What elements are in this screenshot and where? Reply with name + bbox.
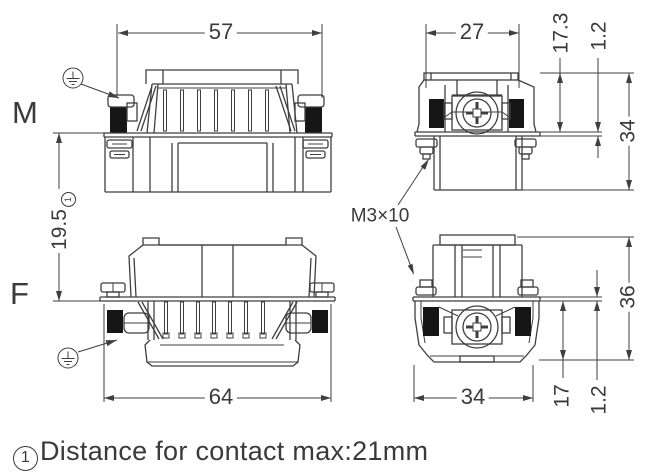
dim-female-flange-thickness-label: 1.2 [588,382,611,418]
dim-male-end-width-label: 27 [455,21,489,43]
screw-spec-label: M3×10 [346,206,414,226]
dim-female-height-label: 36 [617,282,640,312]
mating-distance-value: 19.5 [48,209,71,250]
note-reference-icon: 1 [60,192,76,208]
male-end-view [414,72,541,191]
earth-symbol-f-icon [57,339,118,369]
dimension-lines [53,24,634,402]
earth-symbol-m-icon [62,67,120,99]
dim-male-flange-thickness-label: 1.2 [588,18,611,54]
m3-screw-leader-lines [395,159,429,275]
dim-female-flange-to-end-label: 17 [551,381,574,411]
footnote-reference-icon: 1 [13,445,38,471]
view-label-f: F [10,276,29,311]
footnote-text: Distance for contact max:21mm [40,436,429,466]
dim-male-top-to-flange-label: 17.3 [550,9,573,57]
view-label-m: M [12,95,38,130]
dim-female-end-width-label: 34 [456,386,490,408]
female-side-view [99,237,336,367]
male-side-view [103,69,333,193]
dim-female-width-label: 64 [204,386,238,408]
female-end-view [412,234,541,363]
dim-male-height-label: 34 [617,116,640,146]
dim-male-width-label: 57 [204,21,238,43]
dim-mating-distance-label: 19.51 [48,189,76,253]
